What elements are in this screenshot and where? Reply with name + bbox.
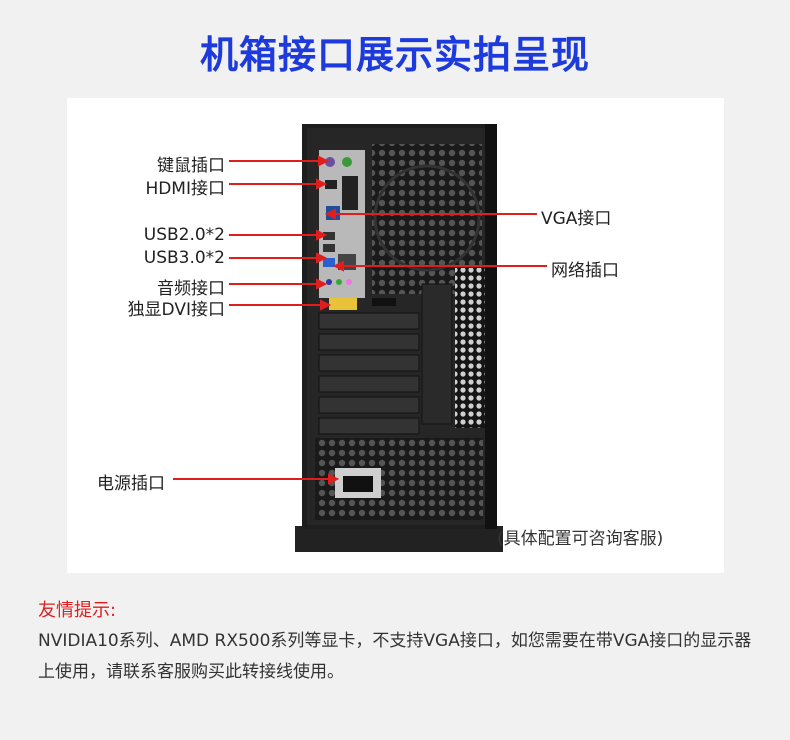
- case-photo-panel: (具体配置可咨询客服) 键鼠插口 HDMI接口 USB2.0*2 USB3.0*…: [67, 98, 724, 573]
- tip-body: NVIDIA10系列、AMD RX500系列等显卡，不支持VGA接口，如您需要在…: [38, 631, 752, 682]
- label-network: 网络插口: [551, 261, 619, 281]
- expansion-slots: [318, 312, 420, 435]
- case-base: [295, 526, 503, 552]
- page-title: 机箱接口展示实拍呈现: [199, 33, 590, 77]
- dvi-connector: [329, 298, 357, 310]
- label-usb20: USB2.0*2: [143, 225, 225, 245]
- tip-title: 友情提示:: [38, 600, 117, 621]
- note-text: (具体配置可咨询客服): [497, 529, 663, 549]
- label-power: 电源插口: [97, 474, 165, 494]
- label-keyboard-mouse: 键鼠插口: [157, 156, 225, 176]
- side-vent: [455, 268, 485, 428]
- label-dvi: 独显DVI接口: [127, 300, 225, 320]
- label-hdmi: HDMI接口: [145, 179, 225, 199]
- label-vga: VGA接口: [541, 209, 612, 229]
- io-shield: [319, 150, 365, 298]
- label-usb30: USB3.0*2: [143, 248, 225, 268]
- label-audio: 音频接口: [157, 279, 225, 299]
- arrows: [173, 155, 547, 485]
- case-rear-illustration: (具体配置可咨询客服): [173, 124, 663, 552]
